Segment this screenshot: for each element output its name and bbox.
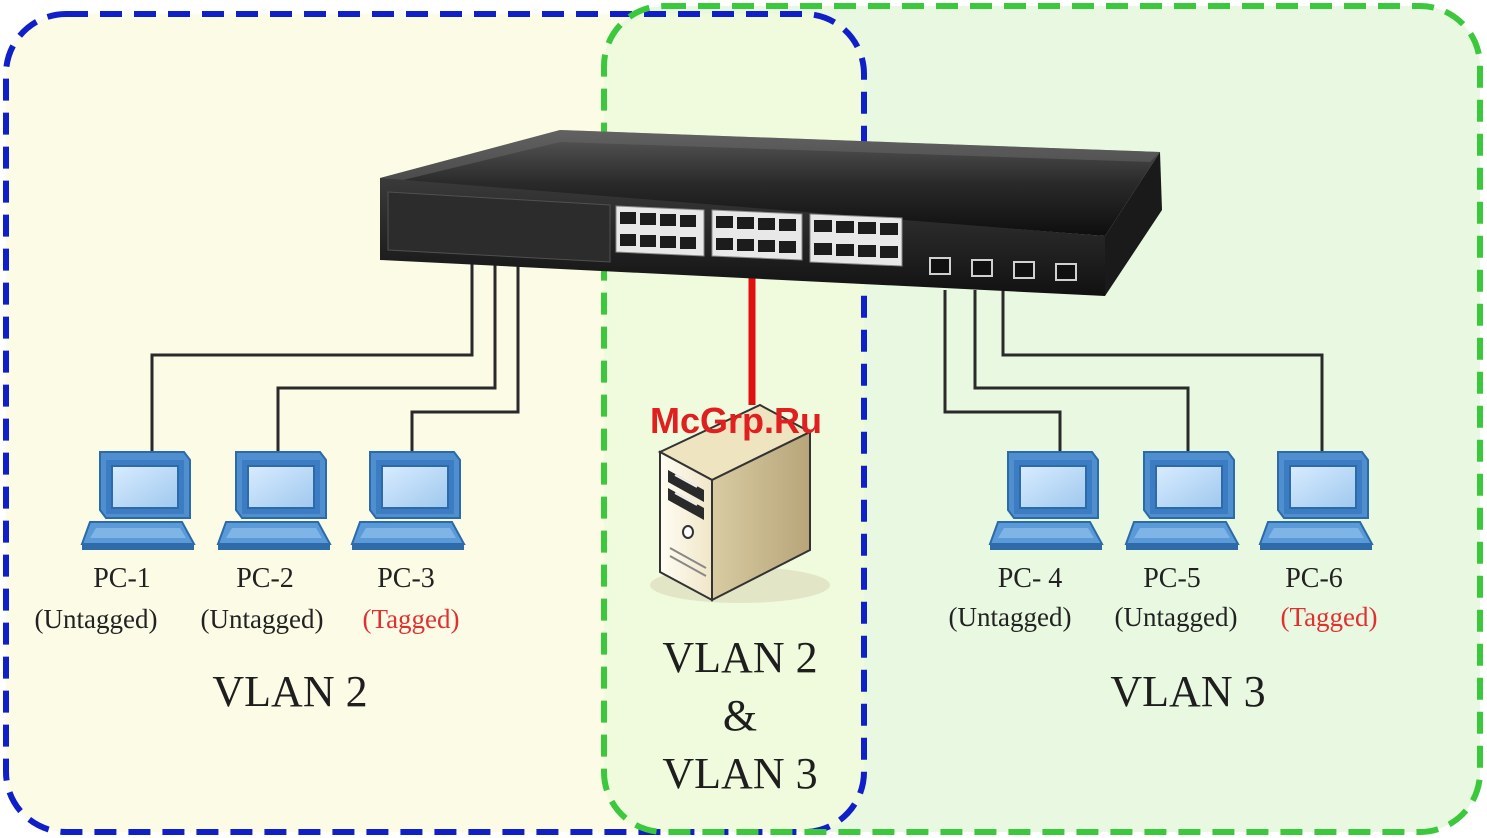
pc3-tag: (Tagged): [336, 604, 486, 635]
shared-vlan-label-line3: VLAN 3: [630, 748, 850, 799]
watermark: McGrp.Ru: [650, 400, 822, 442]
pc2-tag: (Untagged): [182, 604, 342, 635]
shared-vlan-label-line1: VLAN 2: [630, 632, 850, 683]
pc2-name: PC-2: [215, 563, 315, 595]
pc4-tag: (Untagged): [930, 602, 1090, 633]
shared-vlan-label-line2: &: [630, 690, 850, 741]
pc5-tag: (Untagged): [1096, 602, 1256, 633]
vlan3-label: VLAN 3: [1078, 666, 1298, 717]
pc6-tag: (Tagged): [1254, 602, 1404, 633]
vlan2-label: VLAN 2: [180, 666, 400, 717]
pc1-name: PC-1: [72, 563, 172, 595]
pc4-name: PC- 4: [975, 563, 1085, 595]
pc6-name: PC-6: [1264, 563, 1364, 595]
pc3-name: PC-3: [356, 563, 456, 595]
pc5-name: PC-5: [1122, 563, 1222, 595]
pc1-tag: (Untagged): [16, 604, 176, 635]
